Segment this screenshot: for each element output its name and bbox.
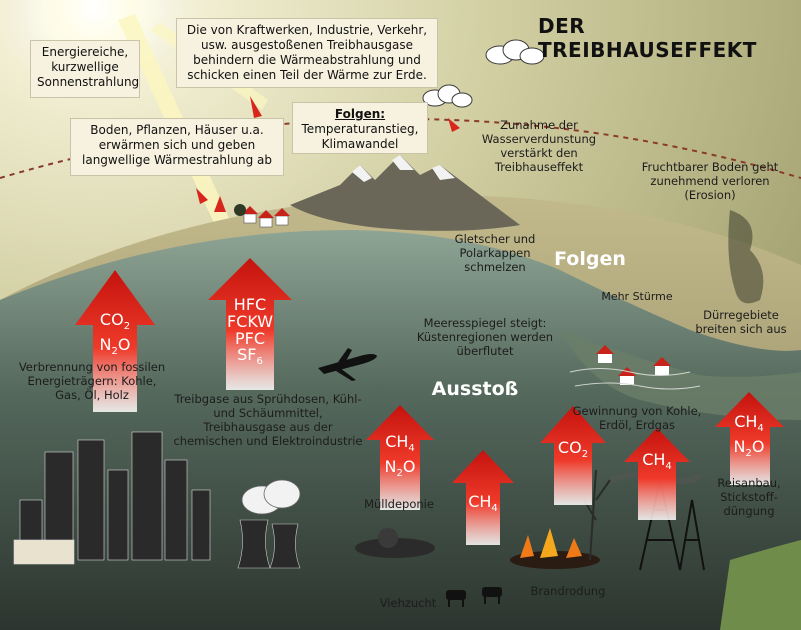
info-box-ground: Boden, Pflanzen, Häuser u.a. erwärmen si… bbox=[70, 118, 284, 176]
flooded-houses bbox=[569, 345, 701, 390]
houses-hill bbox=[234, 204, 290, 228]
arrow-co2-n2o bbox=[75, 270, 155, 412]
gas-label-rice: CH4 N2O bbox=[733, 412, 765, 459]
airplane bbox=[318, 348, 377, 381]
cloud bbox=[422, 39, 545, 108]
city-skyline bbox=[13, 431, 211, 565]
info-box-effects: Folgen: Temperaturanstieg, Klimawandel bbox=[292, 102, 428, 154]
arrow-hfc bbox=[208, 258, 292, 390]
emissions-heading: Ausstoß bbox=[431, 378, 519, 400]
page-title: DER TREIBHAUSEFFEKT bbox=[538, 14, 757, 62]
sea-level-label: Meeresspiegel steigt: Küstenregionen wer… bbox=[416, 316, 554, 359]
gas-label-industry: HFC FCKW PFC SF6 bbox=[226, 295, 274, 368]
mountain bbox=[290, 155, 520, 231]
arrow-landfill bbox=[366, 405, 434, 510]
landfill-label: Mülldeponie bbox=[364, 497, 434, 511]
livestock-label: Viehzucht bbox=[379, 596, 437, 610]
storms-label: Mehr Stürme bbox=[601, 290, 673, 303]
info-box-gases: Die von Kraftwerken, Industrie, Verkehr,… bbox=[176, 18, 438, 88]
effects-text: Temperaturanstieg, Klimawandel bbox=[301, 122, 419, 151]
drought-label: Dürregebiete breiten sich aus bbox=[695, 308, 787, 337]
rice-terraces bbox=[720, 540, 801, 630]
gas-label-mining: CH4 bbox=[642, 450, 672, 473]
arrow-livestock bbox=[452, 450, 514, 545]
evaporation-label: Zunahme der Wasserverdunstung verstärkt … bbox=[481, 118, 597, 175]
slash-burn-label: Brandrodung bbox=[530, 584, 606, 598]
fire bbox=[510, 469, 611, 569]
arrow-mining bbox=[624, 428, 690, 520]
radiation-arrows bbox=[196, 96, 460, 212]
fossil-fuels-label: Verbrennung von fossilen Energieträgern:… bbox=[18, 360, 166, 403]
gas-label-landfill: CH4 N2O bbox=[384, 432, 416, 479]
arrow-burning bbox=[540, 406, 606, 505]
industry-gases-label: Treibgase aus Sprühdosen, Kühl- und Schä… bbox=[173, 392, 363, 449]
cows bbox=[446, 587, 502, 607]
soil-erosion-label: Fruchtbarer Boden geht zunehmend verlore… bbox=[641, 160, 779, 203]
glaciers-label: Gletscher und Polarkappen schmelzen bbox=[454, 232, 536, 275]
info-box-sun: Energiereiche, kurzwellige Sonnenstrahlu… bbox=[30, 40, 140, 98]
gas-label-co2-n2o: CO2 N2O bbox=[99, 310, 131, 357]
landfill bbox=[355, 538, 435, 558]
atmosphere-line bbox=[0, 118, 801, 179]
emission-arrows bbox=[75, 258, 784, 545]
gas-label-livestock: CH4 bbox=[468, 492, 498, 515]
arrow-rice bbox=[715, 392, 784, 485]
rice-label: Reisanbau, Stickstoff-düngung bbox=[717, 476, 781, 519]
gas-label-burning: CO2 bbox=[557, 438, 589, 461]
consequences-heading: Folgen bbox=[554, 248, 626, 270]
mining-label: Gewinnung von Kohle, Erdöl, Erdgas bbox=[572, 404, 702, 433]
cooling-towers bbox=[237, 479, 301, 569]
effects-title: Folgen: bbox=[334, 107, 386, 121]
